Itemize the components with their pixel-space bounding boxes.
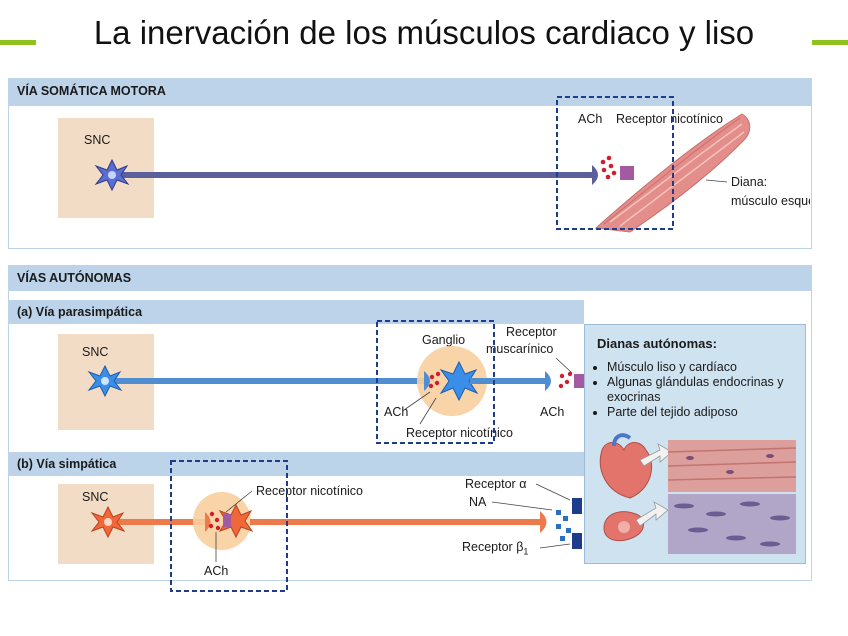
- arrow-intestine: [635, 501, 669, 527]
- targets-item: Parte del tejido adiposo: [607, 405, 802, 420]
- para-muscarinic-receptor: [574, 374, 584, 388]
- symp-receptor-beta-text: Receptor β: [462, 540, 524, 554]
- targets-item: Algunas glándulas endocrinas y exocrinas: [607, 375, 802, 405]
- symp-receptor-beta-label: Receptor β1: [462, 540, 528, 557]
- heart-illustration: [599, 433, 653, 499]
- symp-highlight-box: [170, 460, 288, 592]
- intestine-illustration: [603, 511, 644, 542]
- para-ach-right-label: ACh: [540, 405, 565, 419]
- targets-title: Dianas autónomas:: [597, 336, 717, 351]
- symp-header-band: [8, 452, 584, 476]
- autonomic-header: VÍAS AUTÓNOMAS: [17, 271, 132, 285]
- title-accent-line-right: [812, 40, 848, 45]
- autonomic-header-band: [8, 265, 811, 291]
- somatic-target-label-2-clip: músculo esquelético: [731, 192, 810, 210]
- somatic-ach-label: ACh: [578, 112, 603, 126]
- para-receptor-mus-label-1: Receptor: [506, 325, 557, 339]
- somatic-snc-label: SNC: [84, 133, 111, 147]
- para-receptor-nic-label: Receptor nicotínico: [406, 426, 514, 440]
- symp-ach-label: ACh: [204, 564, 229, 578]
- somatic-panel: [8, 78, 812, 249]
- symp-alpha-receptor: [572, 498, 582, 514]
- somatic-axon-terminal: [592, 165, 598, 185]
- symp-na-dots: [556, 510, 571, 541]
- somatic-snc-box: [58, 118, 154, 218]
- para-header: (a) Vía parasimpática: [17, 305, 143, 319]
- para-receptor-mus-label-2: muscarínico: [486, 342, 554, 356]
- symp-ganglion-neuron: [218, 503, 254, 539]
- somatic-target-label-2: músculo esquelético: [731, 194, 810, 208]
- symp-beta-receptor: [572, 533, 582, 549]
- somatic-header: VÍA SOMÁTICA MOTORA: [17, 84, 166, 98]
- symp-receptor-alpha-label: Receptor α: [465, 477, 527, 491]
- somatic-highlight-box: [556, 96, 674, 230]
- para-ganglion-label: Ganglio: [422, 333, 466, 347]
- symp-receptor-nic-label: Receptor nicotínico: [256, 484, 364, 498]
- somatic-ach-dots: [600, 155, 617, 180]
- somatic-header-band: [8, 78, 811, 106]
- somatic-neuron-nucleus: [108, 171, 116, 179]
- symp-na-label: NA: [469, 495, 487, 509]
- para-header-band: [8, 300, 584, 324]
- para-highlight-box: [376, 320, 495, 444]
- autonomic-panel: [8, 265, 812, 581]
- targets-item: Músculo liso y cardíaco: [607, 360, 802, 375]
- para-snc-label: SNC: [82, 345, 109, 359]
- symp-header: (b) Vía simpática: [17, 457, 117, 471]
- symp-nicotinic-receptor: [223, 514, 231, 527]
- somatic-receptor: [620, 166, 634, 180]
- page-title: La inervación de los músculos cardiaco y…: [93, 14, 755, 51]
- symp-receptor-beta-sub: 1: [523, 546, 529, 557]
- para-ganglion-neuron: [439, 360, 479, 402]
- arrow-heart: [639, 443, 673, 467]
- somatic-target-label-1: Diana:: [731, 175, 768, 189]
- somatic-receptor-label: Receptor nicotínico: [616, 112, 724, 126]
- symp-snc-label: SNC: [82, 490, 109, 504]
- targets-list: Músculo liso y cardíaco Algunas glándula…: [595, 360, 802, 420]
- para-ach-left-label: ACh: [384, 405, 409, 419]
- title-accent-line-left: [0, 40, 36, 45]
